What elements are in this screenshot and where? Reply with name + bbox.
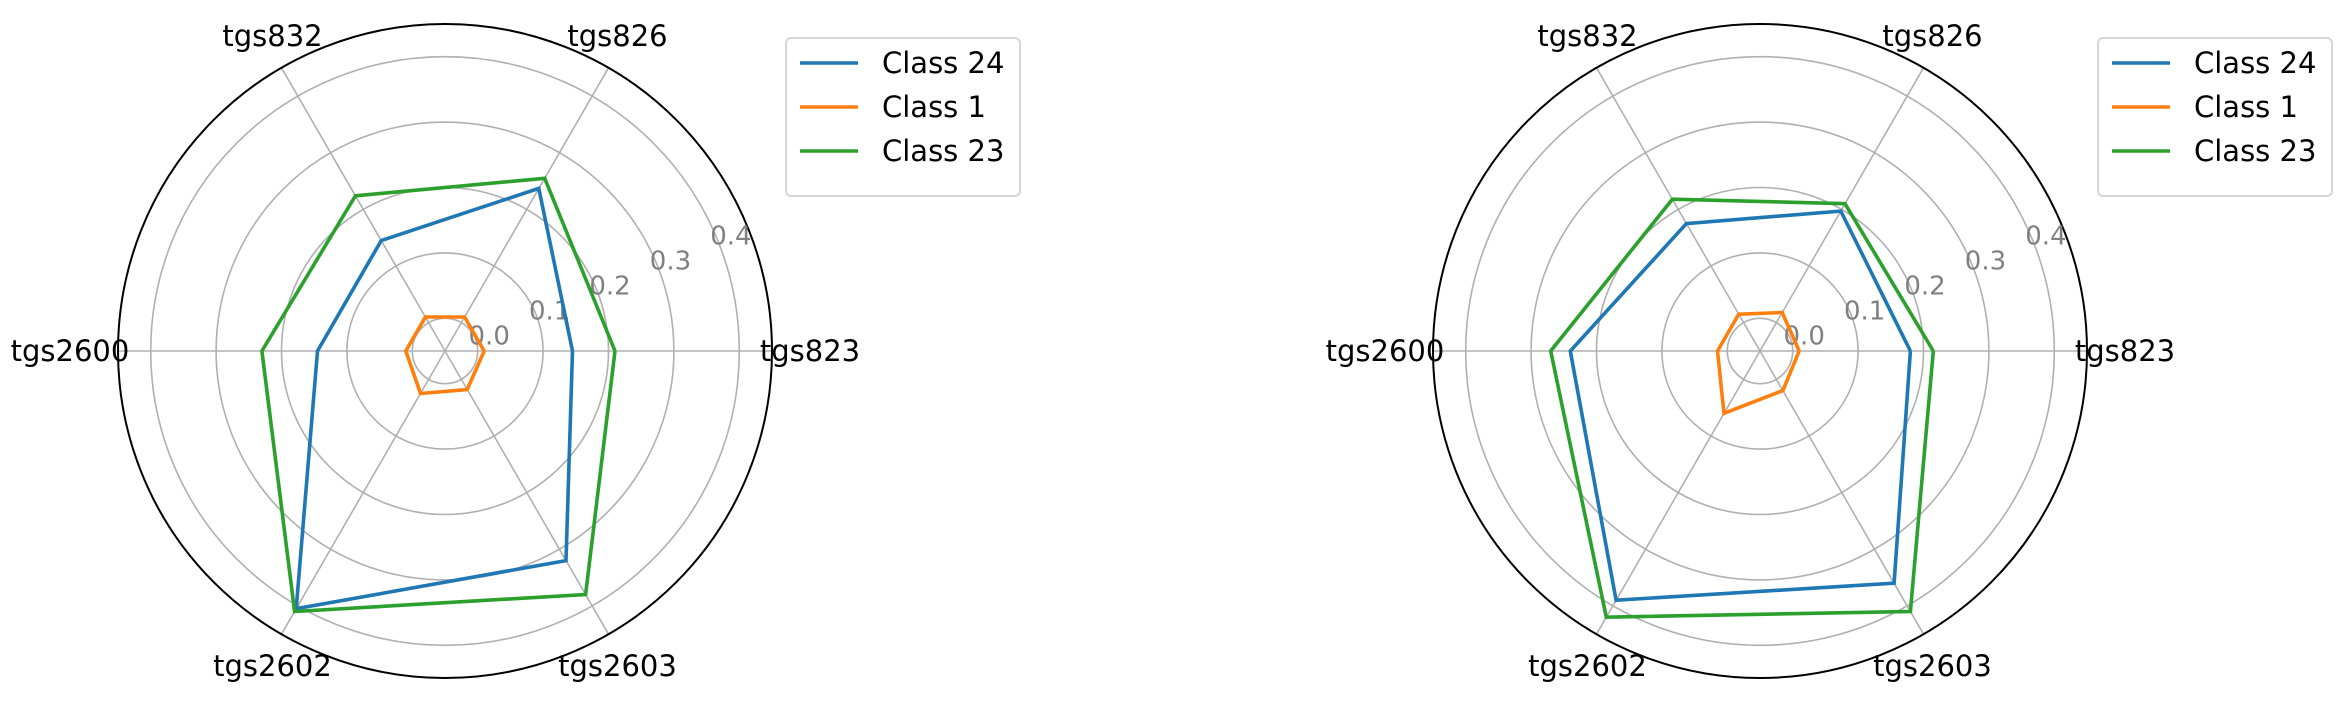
legend-label-class-1: Class 1 [2194,90,2298,124]
legend-frame [785,37,1021,197]
series-line-class-23 [260,176,617,614]
spoke-tgs832 [280,67,446,352]
spoke-tgs2602 [280,350,446,635]
polar-frame [1432,23,2088,679]
legend-label-class-23: Class 23 [2194,134,2316,168]
spoke-tgs2603 [444,350,610,635]
legend-label-class-24: Class 24 [882,46,1004,80]
axis-label-tgs2600: tgs2600 [11,334,130,368]
radar-chart-2: 0.0 0.1 0.2 0.3 0.4 tgs823 tgs826 tgs832 tgs2600… [1326,19,2333,683]
axis-label-tgs2603: tgs2603 [1873,649,1992,683]
axis-label-tgs2602: tgs2602 [1528,649,1647,683]
axis-label-tgs823: tgs823 [2075,334,2175,368]
axis-label-tgs2603: tgs2603 [558,649,677,683]
rtick-label: 0.3 [1965,246,2006,276]
axis-label-tgs2600: tgs2600 [1326,334,1445,368]
rtick-label: 0.2 [589,271,630,301]
rtick-label: 0.4 [2025,221,2066,251]
legend-frame [2097,37,2333,197]
series-line-class-1 [403,315,486,396]
legend: Class 24 Class 1 Class 23 [785,37,1021,197]
series-line-class-1 [1715,310,1801,416]
polar-frame [117,23,773,679]
rtick-label: 0.1 [1844,296,1885,326]
axis-label-tgs826: tgs826 [567,19,667,53]
spoke-tgs826 [444,67,610,352]
spoke-tgs832 [1595,67,1761,352]
axis-label-tgs826: tgs826 [1882,19,1982,53]
series-line-class-23 [1548,197,1936,620]
axis-label-tgs823: tgs823 [760,334,860,368]
axis-label-tgs832: tgs832 [222,19,322,53]
legend: Class 24 Class 1 Class 23 [2097,37,2333,197]
radar-chart-1: 0.00.10.20.30.4tgs823tgs826tgs832tgs2600… [11,19,1021,683]
axis-label-tgs832: tgs832 [1537,19,1637,53]
spoke-tgs2603 [1759,350,1925,635]
rtick-label: 0.0 [1784,321,1825,351]
rtick-label: 0.2 [1904,271,1945,301]
rtick-label: 0.3 [650,246,691,276]
spoke-tgs2602 [1595,350,1761,635]
series-line-class-24 [1568,209,1913,603]
legend-label-class-1: Class 1 [882,90,986,124]
series-line-class-24 [294,186,575,611]
legend-label-class-23: Class 23 [882,134,1004,168]
legend-label-class-24: Class 24 [2194,46,2316,80]
axis-label-tgs2602: tgs2602 [213,649,332,683]
rtick-label: 0.4 [710,221,751,251]
